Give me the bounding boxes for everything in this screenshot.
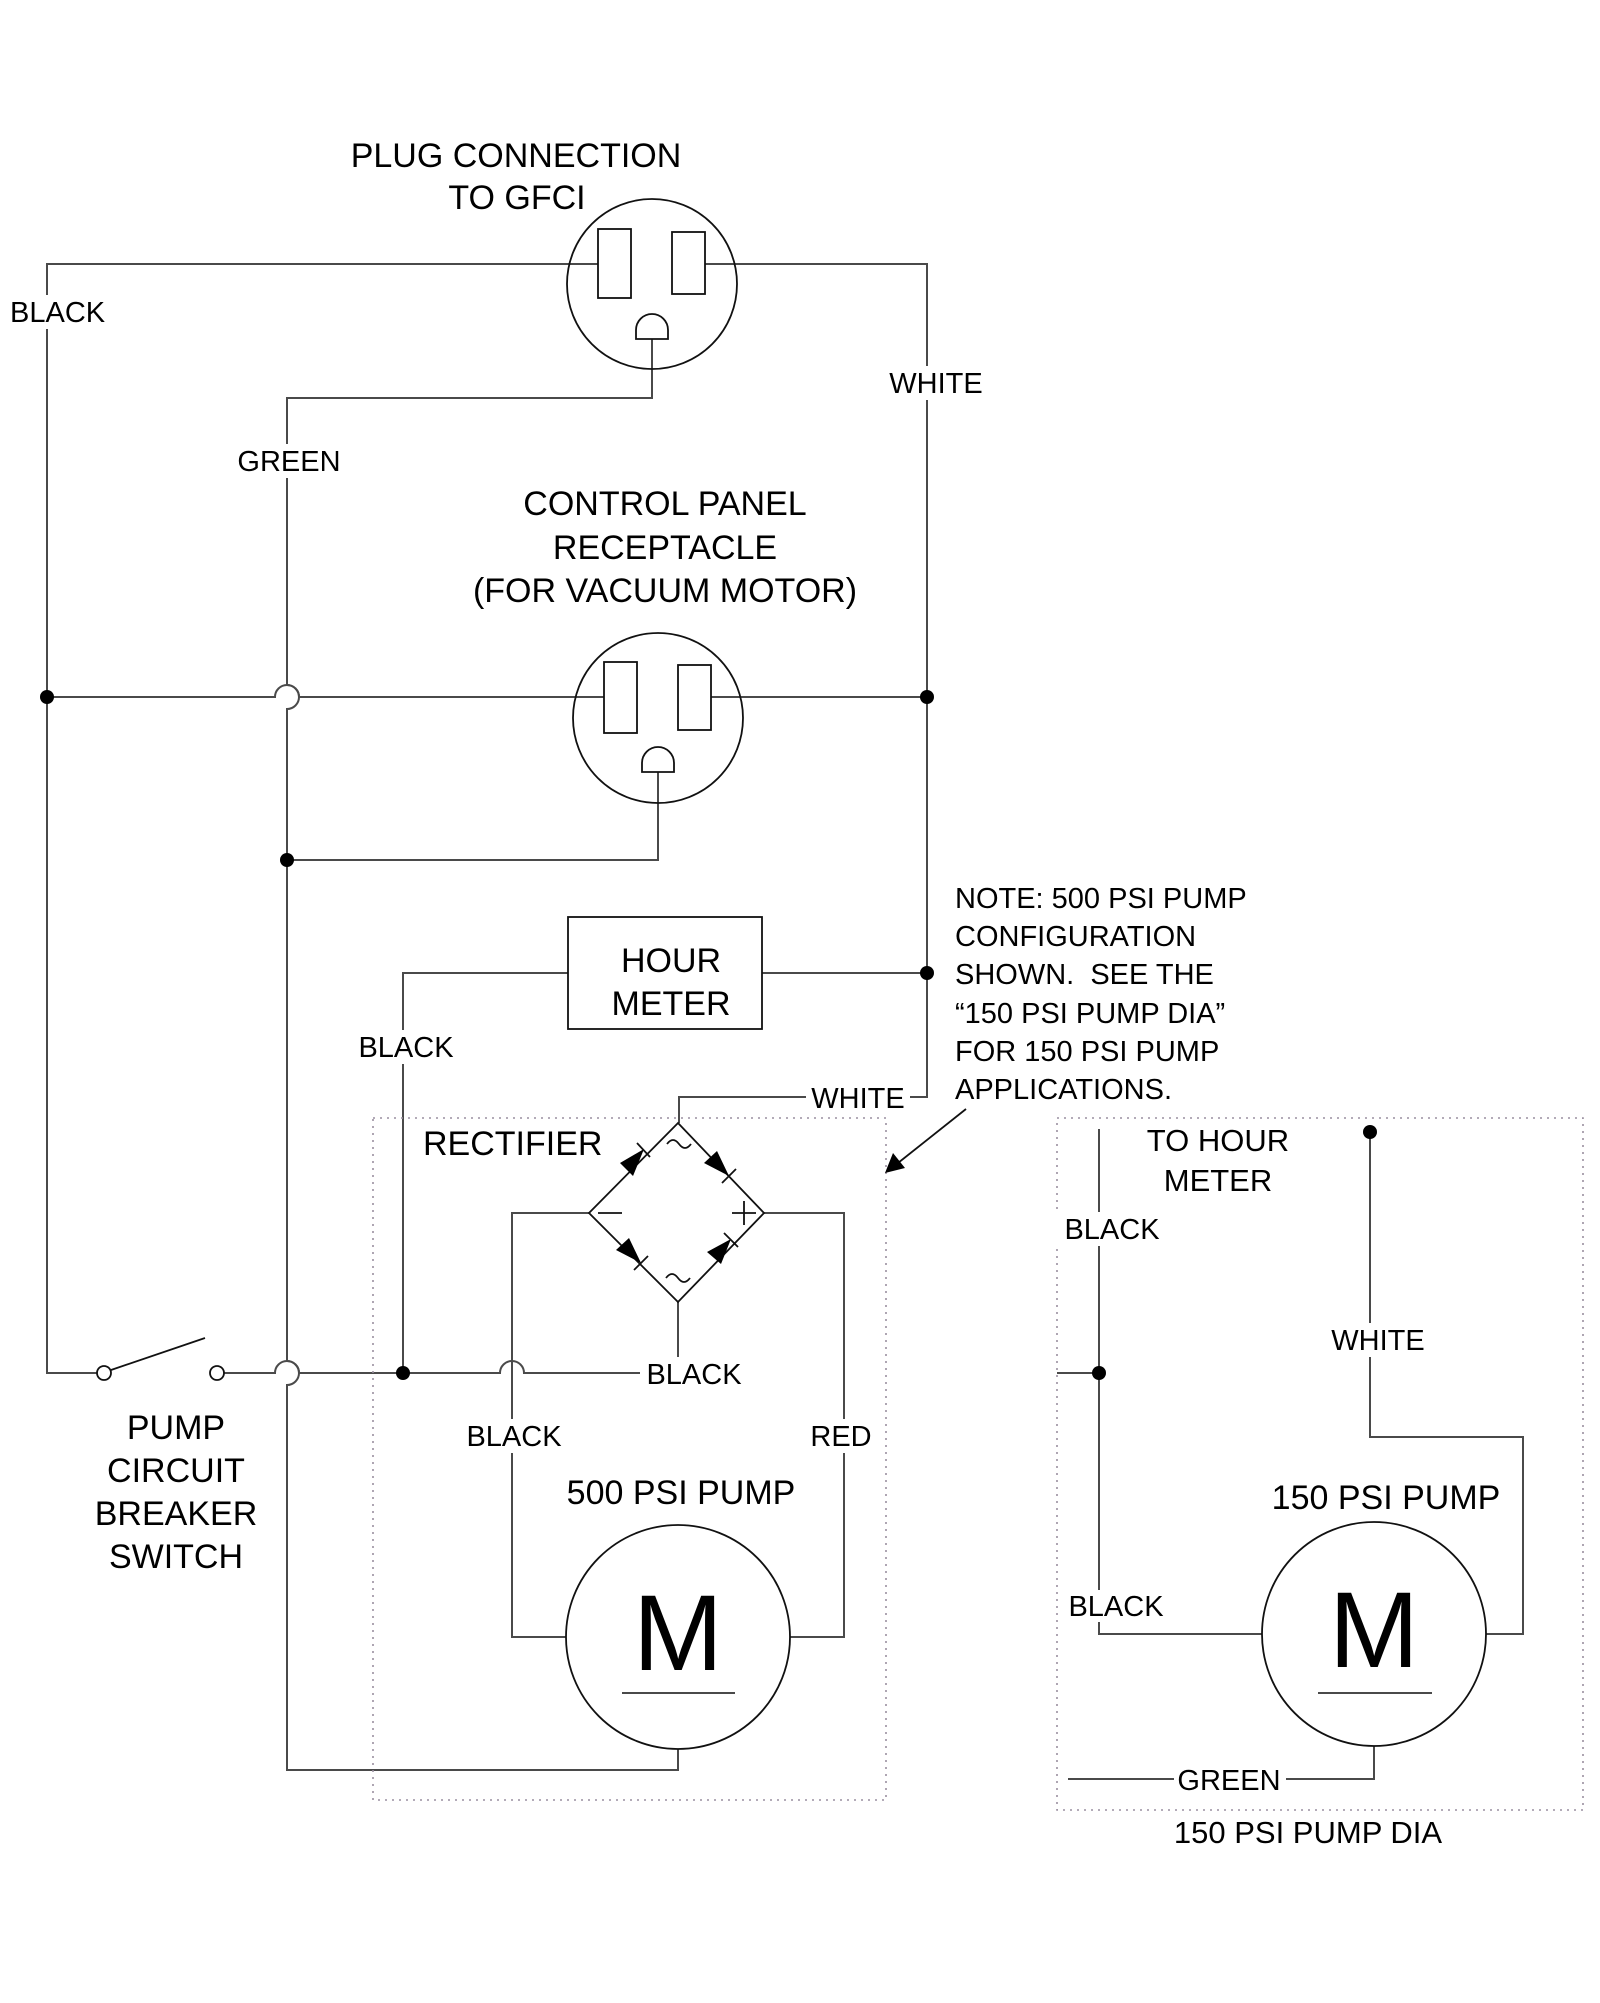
wire-label-white-rectifier: WHITE	[811, 1083, 904, 1115]
receptacle-title-line3: (FOR VACUUM MOTOR)	[473, 572, 857, 610]
ac-symbol-top	[666, 1139, 692, 1149]
note-line: CONFIGURATION	[955, 921, 1196, 953]
green-150-wire	[1068, 1746, 1375, 1780]
wires	[46, 263, 1524, 1780]
receptacle-ground-pin-icon	[641, 746, 675, 773]
rectifier-label: RECTIFIER	[423, 1125, 602, 1163]
rectifier-diamond	[587, 1121, 766, 1304]
wire-label-black-motor: BLACK	[466, 1421, 562, 1453]
motor-500-psi	[565, 1524, 791, 1750]
switch-blade	[110, 1337, 206, 1371]
diode-bar	[636, 1142, 651, 1158]
switch-contact-right	[209, 1365, 225, 1381]
wire-label-white: WHITE	[889, 368, 982, 400]
rectifier-bridge-symbol	[587, 1121, 766, 1304]
pump-500-enclosure	[372, 1117, 887, 1801]
receptacle-hot-slot	[603, 661, 638, 734]
note-line: NOTE: 500 PSI PUMP	[955, 883, 1247, 915]
wire-label-black-150-motor: BLACK	[1068, 1591, 1164, 1623]
note-line: SHOWN. SEE THE	[955, 959, 1214, 991]
note-line: APPLICATIONS.	[955, 1074, 1172, 1106]
receptacle-outline	[572, 632, 744, 804]
receptacle-title-line2: RECEPTACLE	[553, 529, 777, 567]
to-hour-meter-line1: TO HOUR	[1147, 1123, 1289, 1158]
black-main-wire	[46, 263, 598, 1374]
receptacle-title-line1: CONTROL PANEL	[523, 485, 806, 523]
junction-dot	[396, 1366, 410, 1380]
diode-bar	[633, 1255, 649, 1271]
diode-icon	[704, 1151, 729, 1176]
junction-dot	[1363, 1125, 1377, 1139]
wire-label-green: GREEN	[237, 446, 340, 478]
plug-neutral-slot	[671, 231, 706, 295]
junctions	[40, 690, 1377, 1380]
junction-dot	[40, 690, 54, 704]
hour-meter-black-wire	[402, 972, 568, 1373]
diode-icon	[620, 1149, 644, 1176]
diode-icon	[707, 1239, 731, 1264]
receptacle-black-wire	[47, 684, 604, 698]
note-text: NOTE: 500 PSI PUMP CONFIGURATION SHOWN. …	[955, 883, 1247, 1106]
switch-contact-left	[96, 1365, 112, 1381]
diode-icon	[616, 1238, 641, 1263]
switch-label-line3: BREAKER	[95, 1495, 258, 1533]
wire-label-red-motor: RED	[810, 1421, 871, 1453]
receptacle-ground-wire	[287, 772, 659, 861]
note-line: FOR 150 PSI PUMP	[955, 1036, 1219, 1068]
wire-label-black-rectifier-out: BLACK	[646, 1359, 742, 1391]
black-150-wire	[1098, 1129, 1262, 1635]
motor-150-psi	[1261, 1521, 1487, 1747]
junction-dot	[920, 966, 934, 980]
switch-label-line1: PUMP	[127, 1409, 225, 1447]
wire-label-black-hour-meter: BLACK	[358, 1032, 454, 1064]
hour-meter-box	[567, 916, 763, 1030]
plug-title-line2: TO GFCI	[448, 179, 585, 217]
plug-outline	[566, 198, 738, 370]
wire-label-green-150: GREEN	[1177, 1765, 1280, 1797]
diode-bar	[723, 1232, 739, 1248]
plug-hot-slot	[597, 228, 632, 299]
switch-label-line4: SWITCH	[109, 1538, 243, 1576]
motor-500-symbol: M	[633, 1572, 723, 1693]
to-hour-meter-line2: METER	[1164, 1163, 1273, 1198]
labels: PLUG CONNECTION TO GFCI BLACK WHITE GREE…	[8, 137, 1500, 1850]
arrow-line	[897, 1108, 967, 1164]
note-line: “150 PSI PUMP DIA”	[955, 998, 1225, 1030]
junction-dot	[920, 690, 934, 704]
motor-150-symbol: M	[1329, 1569, 1419, 1690]
plug-ground-pin-icon	[635, 313, 669, 340]
pump-circuit-breaker-switch-symbol	[47, 1337, 225, 1381]
plug-connection-symbol	[566, 198, 738, 370]
hour-meter-line2: METER	[612, 985, 731, 1023]
receptacle-neutral-slot	[677, 664, 712, 731]
wire-label-black: BLACK	[10, 297, 106, 329]
switch-output-wire	[224, 1302, 679, 1374]
wire-label-white-150: WHITE	[1331, 1325, 1424, 1357]
plug-title-line1: PLUG CONNECTION	[351, 137, 682, 175]
ac-symbol-bottom	[665, 1273, 691, 1283]
note-arrow	[885, 1108, 967, 1173]
pump-500-label: 500 PSI PUMP	[567, 1474, 796, 1512]
motor-outline	[1261, 1521, 1487, 1747]
junction-dot	[280, 853, 294, 867]
diode-bar	[721, 1168, 737, 1184]
wire-label-black-150-top: BLACK	[1064, 1214, 1160, 1246]
junction-dot	[1092, 1366, 1106, 1380]
hour-meter-line1: HOUR	[621, 942, 721, 980]
control-panel-receptacle-symbol	[572, 632, 744, 804]
switch-label-line2: CIRCUIT	[107, 1452, 245, 1490]
arrow-head-icon	[885, 1153, 905, 1173]
pump-150-label: 150 PSI PUMP	[1272, 1479, 1501, 1517]
white-main-wire	[678, 263, 928, 1123]
pump-150-caption: 150 PSI PUMP DIA	[1174, 1815, 1443, 1850]
